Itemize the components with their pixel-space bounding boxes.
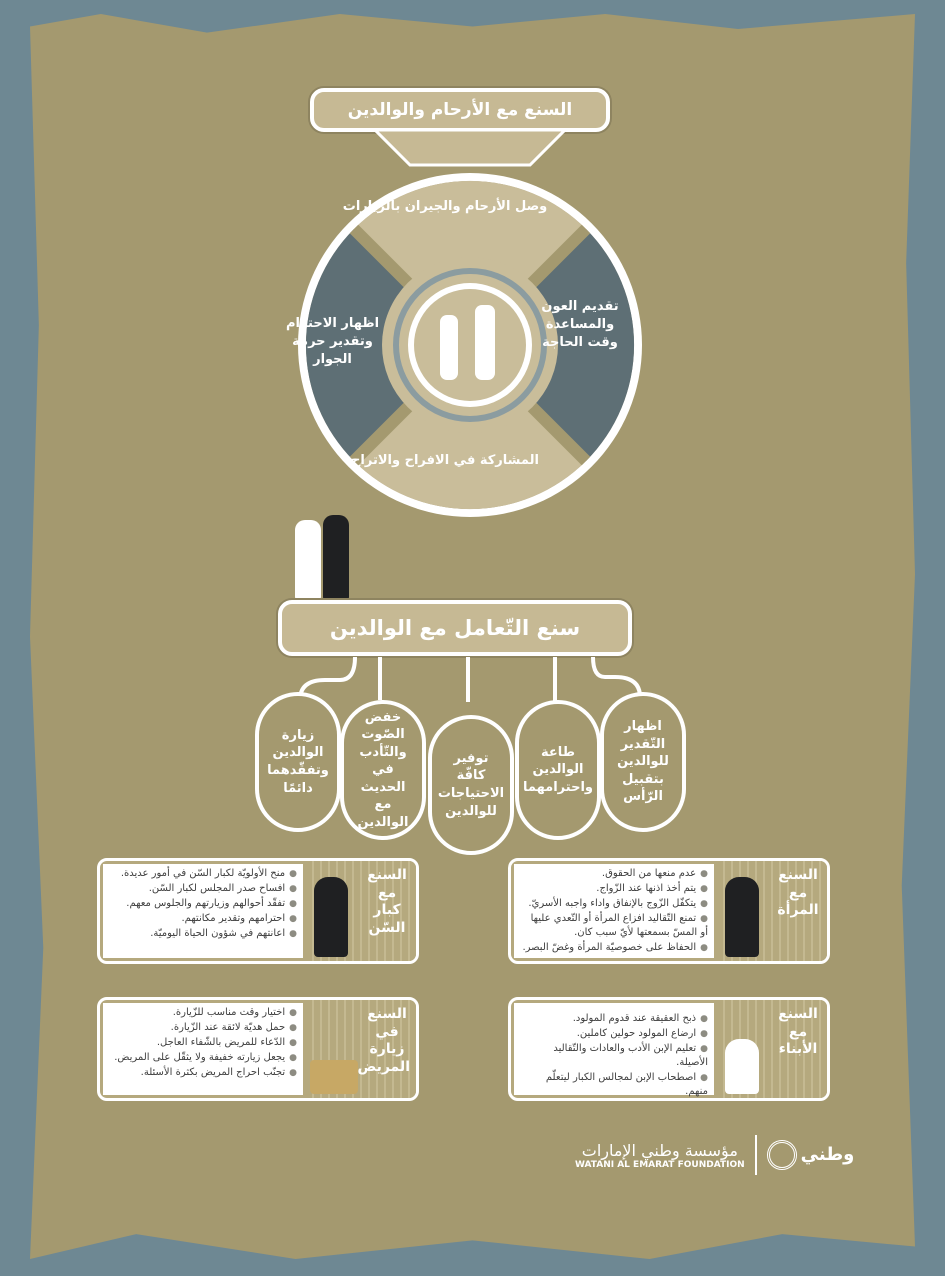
section1-title: السنع مع الأرحام والوالدين bbox=[310, 88, 610, 132]
segment-top-label: وصل الأرحام والجيران بالزّيارات bbox=[342, 199, 548, 214]
foundation-logo: مؤسسة وطني الإمارات WATANI AL EMARAT FOU… bbox=[575, 1135, 854, 1175]
connector-lines bbox=[298, 656, 642, 702]
list-item: ذبح العقيقة عند قدوم المولود. bbox=[520, 1012, 708, 1026]
segment-bottom-label: المشاركة في الافراح والاتراح bbox=[351, 453, 539, 468]
card-sick-visit: السنع في زيارة المريض اختيار وقت مناسب ل… bbox=[97, 997, 419, 1101]
card-title: السنع في زيارة المريض bbox=[357, 1006, 410, 1075]
woman-icon bbox=[725, 877, 759, 957]
list-item: الدّعاء للمريض بالشّفاء العاجل. bbox=[109, 1036, 297, 1050]
patient-bed-icon bbox=[310, 1060, 358, 1094]
card-title: السنع مع الأبناء bbox=[778, 1006, 818, 1057]
list-item: يتم أخذ اذنها عند الزّواج. bbox=[520, 882, 708, 896]
list-item: اصطحاب الإبن لمجالس الكبار ليتعلّم منهم. bbox=[520, 1071, 708, 1098]
parents-item-4: خفض الصّوت والتّأدب في الحديث مع الوالدي… bbox=[340, 700, 426, 840]
card-elderly: السنع مع كبار السّن منح الأولويّة لكبار … bbox=[97, 858, 419, 964]
segment-right-label: تقديم العون والمساعدة وقت الحاجة bbox=[541, 299, 619, 351]
card-title: السنع مع كبار السّن bbox=[367, 867, 407, 936]
list-item: يجعل زيارته خفيفة ولا يثقّل على المريض. bbox=[109, 1051, 297, 1065]
list-item: افساح صدر المجلس لكبار السّن. bbox=[109, 882, 297, 896]
elderly-walker-icon bbox=[314, 877, 348, 957]
circle-diagram bbox=[298, 130, 642, 517]
list-item: عدم منعها من الحقوق. bbox=[520, 867, 708, 881]
segment-left-label: اظهار الاحترام وتقدير حرمة الجوار bbox=[285, 316, 380, 368]
list-item: احترامهم وتقدير مكانتهم. bbox=[109, 912, 297, 926]
parents-item-3: توفير كافّة الاحتياجات للوالدين bbox=[428, 715, 514, 855]
list-item: تفقّد أحوالهم وزيارتهم والجلوس معهم. bbox=[109, 897, 297, 911]
logo-english-name: WATANI AL EMARAT FOUNDATION bbox=[575, 1159, 745, 1170]
parents-item-1: اظهار التّقدير للوالدين بتقبيل الرّأس bbox=[600, 692, 686, 832]
list-item: الحفاظ على خصوصيّة المرأة وغضّ البصر. bbox=[520, 941, 708, 955]
list-item: تعليم الإبن الأدب والعادات والتّقاليد ال… bbox=[520, 1042, 708, 1070]
section2-title: سنع التّعامل مع الوالدين bbox=[278, 600, 632, 656]
list-item: منح الأولويّة لكبار السّن في أمور عديدة. bbox=[109, 867, 297, 881]
list-item: تمنع التّقاليد افزاع المرأة أو التّعدي ع… bbox=[520, 912, 708, 940]
logo-mark-icon: وطني bbox=[766, 1140, 854, 1170]
parents-item-2: طاعة الوالدين واحترامهما bbox=[515, 700, 601, 840]
list-item: حمل هديّة لائقة عند الزّيارة. bbox=[109, 1021, 297, 1035]
card-women: السنع مع المرأة عدم منعها من الحقوق.يتم … bbox=[508, 858, 830, 964]
list-item: اعانتهم في شؤون الحياة اليوميّة. bbox=[109, 927, 297, 941]
list-item: اختيار وقت مناسب للزّيارة. bbox=[109, 1006, 297, 1020]
men-greeting-icon bbox=[440, 305, 495, 380]
list-item: تجنّب احراج المريض بكثرة الأسئلة. bbox=[109, 1066, 297, 1080]
child-icon bbox=[725, 1039, 759, 1094]
parents-figure-icon bbox=[295, 515, 355, 600]
logo-arabic-name: مؤسسة وطني الإمارات bbox=[581, 1140, 738, 1160]
list-item: يتكفّل الزّوج بالإنفاق واداء واجبه الأسر… bbox=[520, 897, 708, 911]
list-item: ارضاع المولود حولين كاملين. bbox=[520, 1027, 708, 1041]
card-title: السنع مع المرأة bbox=[777, 867, 819, 918]
card-children: السنع مع الأبناء ذبح العقيقة عند قدوم ال… bbox=[508, 997, 830, 1101]
parents-item-5: زيارة الوالدين وتفقّدهما دائمًا bbox=[255, 692, 341, 832]
